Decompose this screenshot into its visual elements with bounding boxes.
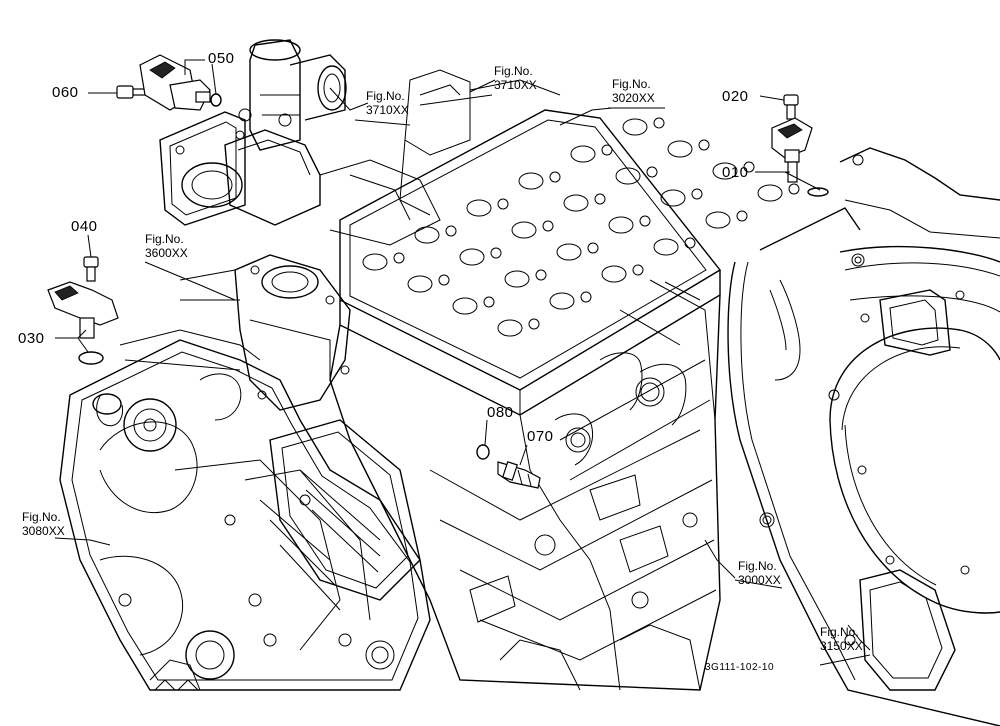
- head-bolt-hole: [490, 247, 502, 259]
- head-port: [518, 172, 544, 190]
- head-bolt-hole: [788, 183, 800, 195]
- head-port: [466, 199, 492, 217]
- fig-ref-prefix: Fig.No.: [22, 510, 61, 524]
- head-port: [667, 140, 693, 158]
- fig-ref-3710-left: Fig.No. 3710XX: [366, 89, 409, 117]
- head-bolt-hole: [698, 139, 710, 151]
- flywheel-housing: [727, 147, 1000, 726]
- o-ring-080: [476, 444, 490, 460]
- head-port: [497, 319, 523, 337]
- part-label-060: 060: [52, 84, 79, 101]
- fig-ref-3600: Fig.No. 3600XX: [145, 232, 188, 260]
- fig-ref-number: 3600XX: [145, 246, 188, 260]
- fig-ref-3020: Fig.No. 3020XX: [612, 77, 655, 105]
- head-bolt-hole: [438, 274, 450, 286]
- fig-ref-prefix: Fig.No.: [366, 89, 405, 103]
- fig-ref-prefix: Fig.No.: [145, 232, 184, 246]
- head-port: [459, 248, 485, 266]
- bolt-040: [83, 256, 99, 282]
- egr-valve-assembly: [159, 39, 561, 246]
- head-port: [757, 184, 783, 202]
- sensor-030: [47, 281, 119, 365]
- fig-ref-number: 3020XX: [612, 91, 655, 105]
- fig-ref-number: 3150XX: [820, 639, 863, 653]
- head-bolt-hole: [549, 171, 561, 183]
- part-label-010: 010: [722, 164, 749, 181]
- head-bolt-hole: [445, 225, 457, 237]
- head-bolt-hole: [483, 296, 495, 308]
- head-bolt-hole: [684, 237, 696, 249]
- fig-ref-3710-right: Fig.No. 3710XX: [494, 64, 537, 92]
- engine-block: [329, 279, 721, 691]
- head-port: [570, 145, 596, 163]
- head-port: [362, 253, 388, 271]
- head-bolt-hole: [743, 161, 755, 173]
- fig-ref-number: 3000XX: [738, 573, 781, 587]
- head-port: [407, 275, 433, 293]
- head-port: [660, 189, 686, 207]
- head-port: [601, 265, 627, 283]
- head-port: [452, 297, 478, 315]
- gear-case: [59, 339, 431, 691]
- head-port: [712, 162, 738, 180]
- head-bolt-hole: [691, 188, 703, 200]
- part-label-070: 070: [527, 428, 554, 445]
- bolt-020: [783, 94, 799, 120]
- fig-ref-3080: Fig.No. 3080XX: [22, 510, 65, 538]
- head-port: [549, 292, 575, 310]
- cylinder-head: [339, 109, 800, 416]
- head-bolt-hole: [542, 220, 554, 232]
- head-port: [615, 167, 641, 185]
- fig-ref-3000: Fig.No. 3000XX: [738, 559, 781, 587]
- sensor-010: [771, 117, 829, 197]
- fig-ref-number: 3710XX: [494, 78, 537, 92]
- sensor-050: [139, 54, 222, 111]
- fig-ref-3150: Fig.No. 3150XX: [820, 625, 863, 653]
- head-bolt-hole: [528, 318, 540, 330]
- head-bolt-hole: [632, 264, 644, 276]
- head-port: [608, 216, 634, 234]
- head-port: [504, 270, 530, 288]
- fig-ref-number: 3710XX: [366, 103, 409, 117]
- head-port: [705, 211, 731, 229]
- part-label-050: 050: [208, 50, 235, 67]
- drawing-code: 3G111-102-10: [705, 662, 775, 673]
- part-label-040: 040: [71, 218, 98, 235]
- head-port: [556, 243, 582, 261]
- head-bolt-hole: [736, 210, 748, 222]
- fig-ref-prefix: Fig.No.: [820, 625, 859, 639]
- fig-ref-prefix: Fig.No.: [494, 64, 533, 78]
- head-port: [414, 226, 440, 244]
- bolt-060: [116, 85, 148, 99]
- head-bolt-hole: [653, 117, 665, 129]
- fig-ref-prefix: Fig.No.: [612, 77, 651, 91]
- head-bolt-hole: [393, 252, 405, 264]
- fig-ref-prefix: Fig.No.: [738, 559, 777, 573]
- part-label-080: 080: [487, 404, 514, 421]
- head-bolt-hole: [601, 144, 613, 156]
- thermostat-housing: [119, 254, 351, 411]
- part-label-020: 020: [722, 88, 749, 105]
- part-label-030: 030: [18, 330, 45, 347]
- sensor-070: [497, 461, 541, 489]
- head-bolt-hole: [580, 291, 592, 303]
- head-port: [563, 194, 589, 212]
- head-port: [653, 238, 679, 256]
- head-bolt-hole: [594, 193, 606, 205]
- head-port: [622, 118, 648, 136]
- head-bolt-hole: [497, 198, 509, 210]
- head-bolt-hole: [646, 166, 658, 178]
- head-port: [511, 221, 537, 239]
- fig-ref-number: 3080XX: [22, 524, 65, 538]
- head-bolt-hole: [639, 215, 651, 227]
- head-bolt-hole: [535, 269, 547, 281]
- head-bolt-hole: [587, 242, 599, 254]
- leader-lines: [54, 59, 871, 666]
